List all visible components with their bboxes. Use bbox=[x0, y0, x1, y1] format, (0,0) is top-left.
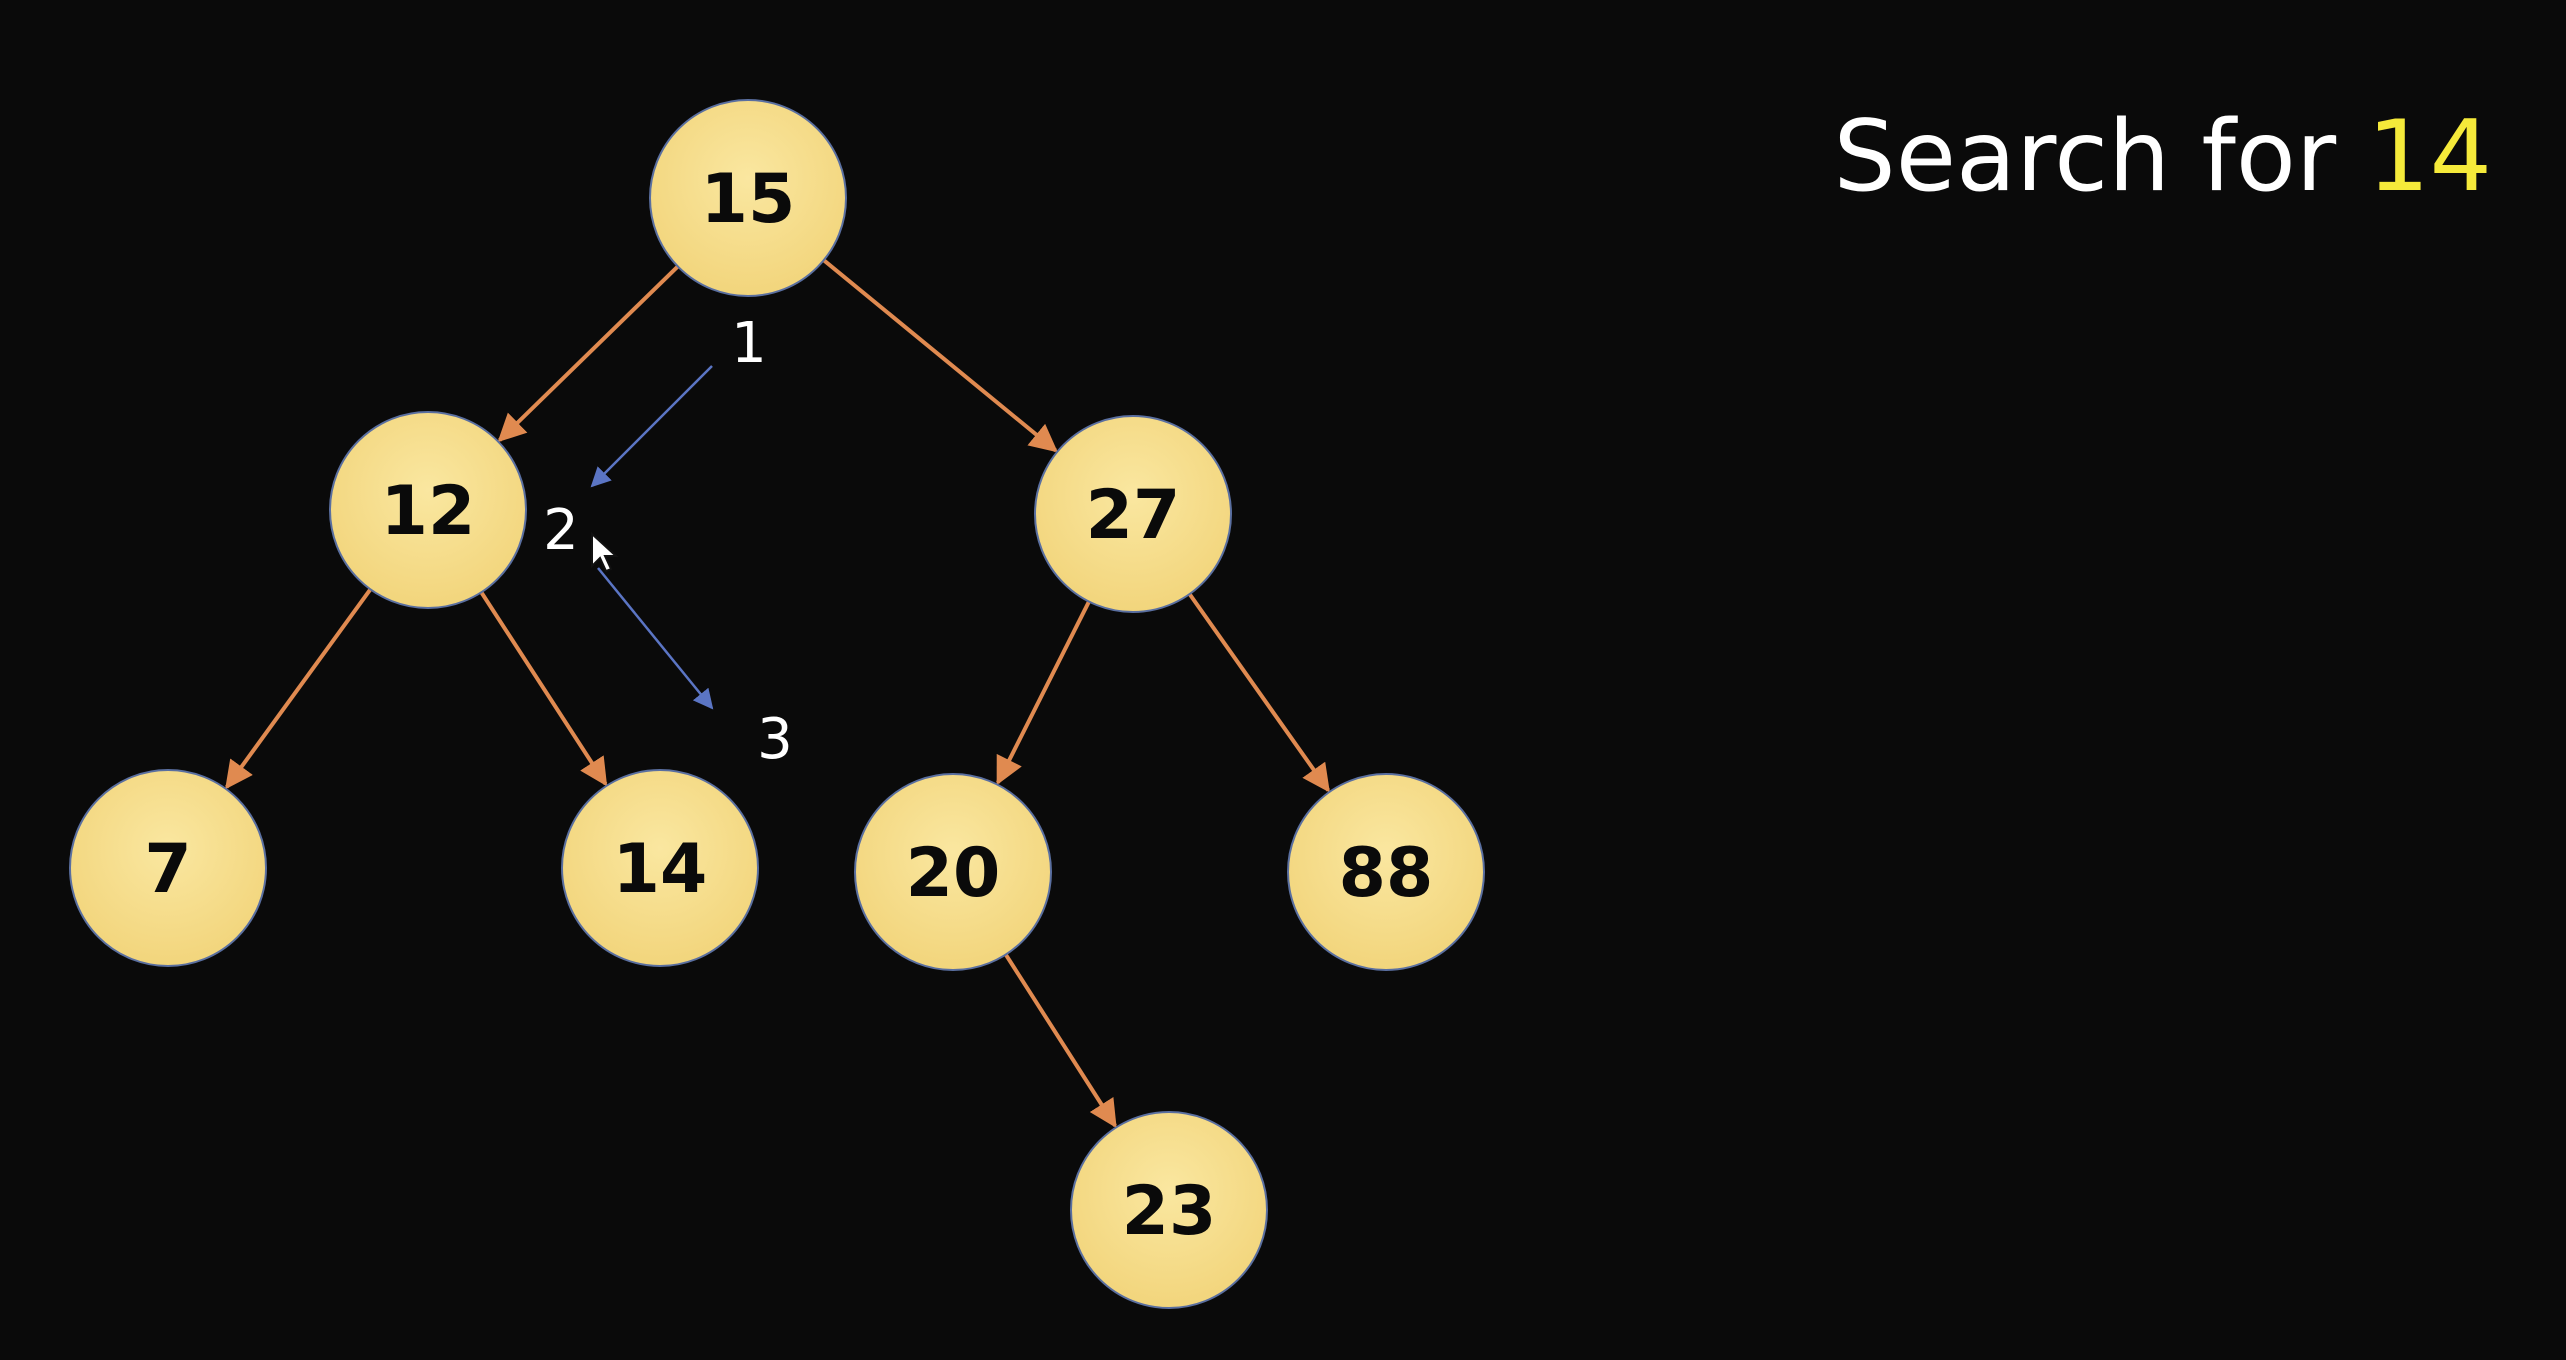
tree-node-circle bbox=[561, 769, 759, 967]
page-title: Search for 14 bbox=[1834, 108, 2492, 206]
tree-node-circle bbox=[1070, 1111, 1268, 1309]
tree-edges bbox=[225, 258, 1330, 1129]
search-step-number: 2 bbox=[543, 498, 579, 563]
tree-node-label: 88 bbox=[1339, 834, 1434, 913]
tree-node-label: 23 bbox=[1122, 1172, 1217, 1251]
title-prefix: Search for bbox=[1833, 100, 2337, 214]
tree-edge bbox=[225, 588, 373, 790]
tree-node-circle bbox=[1034, 415, 1232, 613]
tree-node-label: 20 bbox=[906, 834, 1001, 913]
tree-node-label: 27 bbox=[1086, 476, 1181, 555]
tree-node-circle bbox=[649, 99, 847, 297]
tree-node: 27 bbox=[1034, 415, 1232, 613]
tree-node-circle bbox=[69, 769, 267, 967]
tree-edge bbox=[479, 591, 608, 787]
tree-node-label: 12 bbox=[381, 472, 476, 551]
tree-node-label: 7 bbox=[144, 830, 191, 909]
tree-edge bbox=[1004, 953, 1117, 1129]
tree-node: 20 bbox=[854, 773, 1052, 971]
tree-node-label: 14 bbox=[613, 830, 708, 909]
tree-edge bbox=[996, 600, 1091, 786]
tree-node-circle bbox=[1287, 773, 1485, 971]
tree-edge bbox=[1187, 592, 1330, 793]
tree-edge bbox=[497, 264, 680, 443]
tree-node: 14 bbox=[561, 769, 759, 967]
tree-node: 23 bbox=[1070, 1111, 1268, 1309]
search-step-number: 3 bbox=[757, 707, 793, 772]
tree-node: 15 bbox=[649, 99, 847, 297]
tree-node-circle bbox=[329, 411, 527, 609]
search-target-value: 14 bbox=[2367, 100, 2492, 214]
tree-node-label: 15 bbox=[701, 160, 796, 239]
search-step-arrow bbox=[597, 567, 714, 710]
search-step-arrow bbox=[590, 365, 713, 488]
search-step-number: 1 bbox=[731, 311, 767, 376]
tree-node: 12 bbox=[329, 411, 527, 609]
mouse-cursor-icon bbox=[591, 531, 619, 573]
tree-node: 88 bbox=[1287, 773, 1485, 971]
tree-node: 7 bbox=[69, 769, 267, 967]
search-path: 1 2 3 bbox=[543, 311, 793, 772]
tree-edge bbox=[822, 258, 1058, 453]
tree-node-circle bbox=[854, 773, 1052, 971]
